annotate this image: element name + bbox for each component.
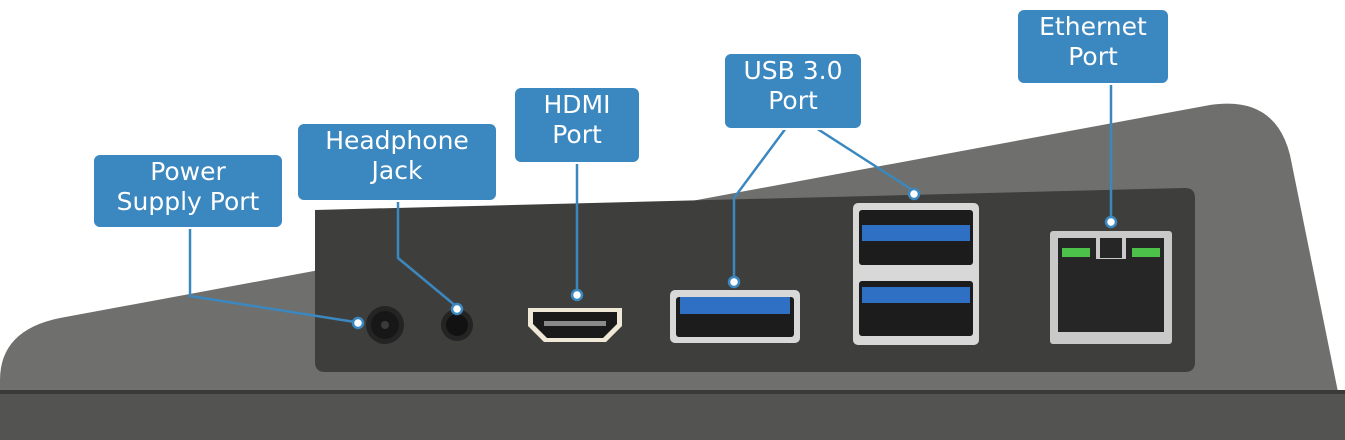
leader-line-usb-single <box>732 127 788 279</box>
leader-line-headphone <box>396 202 458 308</box>
leader-dots <box>351 187 1118 330</box>
label-ethernet-line-2: Port <box>1068 42 1118 71</box>
leader-dot-usb-single <box>727 275 741 289</box>
usb-port-icon <box>670 290 800 343</box>
leader-dot-ethernet <box>1104 215 1118 229</box>
label-usb-line-1: USB 3.0 <box>743 56 843 85</box>
label-hdmi-line-2: Port <box>552 120 602 149</box>
label-power-line-1: Power <box>150 157 226 186</box>
label-hdmi-line-1: HDMI <box>543 90 611 119</box>
label-headphone-line-1: Headphone <box>325 126 469 155</box>
power-jack-icon <box>366 306 404 344</box>
label-usb-line-2: Port <box>768 86 818 115</box>
leader-dot-headphone <box>450 302 464 316</box>
label-ethernet-port: Ethernet Port <box>1016 8 1170 85</box>
label-power-line-2: Supply Port <box>116 187 260 216</box>
ethernet-port-icon <box>1050 231 1172 344</box>
leader-dot-usb-double <box>907 187 921 201</box>
label-ethernet-line-1: Ethernet <box>1039 12 1147 41</box>
hdmi-port-icon <box>528 308 622 342</box>
leader-dot-power <box>351 316 365 330</box>
label-headphone-jack: Headphone Jack <box>296 122 498 202</box>
label-headphone-line-2: Jack <box>371 156 423 185</box>
dual-usb-port-icon <box>853 203 979 345</box>
leader-lines <box>188 82 1113 324</box>
device-base <box>0 392 1345 440</box>
leader-dot-hdmi <box>570 288 584 302</box>
headphone-jack-icon <box>441 309 473 341</box>
leader-line-power <box>188 226 356 324</box>
device-base-edge <box>0 390 1345 394</box>
label-hdmi-port: HDMI Port <box>513 86 641 164</box>
leader-line-usb-double <box>815 126 915 193</box>
label-usb-port: USB 3.0 Port <box>723 52 863 130</box>
label-power-supply-port: Power Supply Port <box>92 153 284 229</box>
